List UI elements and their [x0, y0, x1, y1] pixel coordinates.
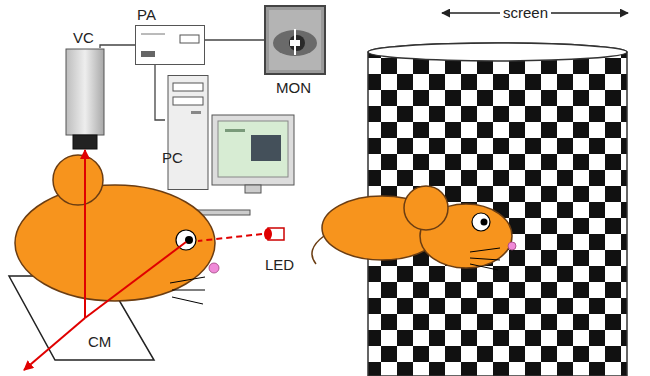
illustration-part: [170, 277, 205, 304]
illustration-part: [265, 6, 325, 74]
illustration-part: [209, 263, 219, 273]
illustration-part: [312, 236, 324, 264]
apparatus-part: VC: [65, 48, 105, 150]
part-label: MON: [276, 79, 311, 96]
illustration-part: [269, 10, 321, 70]
illustration-part: [65, 48, 105, 150]
illustration-part: [141, 34, 165, 35]
light-path-eye: [85, 242, 186, 318]
illustration-part: [168, 76, 208, 190]
illustration-part: [472, 213, 490, 231]
illustration-part: [470, 248, 500, 270]
apparatus-part: PA: [135, 25, 205, 65]
part-label: VC: [73, 29, 94, 46]
illustration-part: [404, 186, 448, 230]
signal-connector: [155, 65, 165, 120]
part-label: PA: [137, 6, 156, 23]
illustration-part: [191, 111, 201, 114]
apparatus-part: MON: [264, 5, 326, 75]
light-path-out: [24, 318, 85, 370]
led-beam: [198, 234, 262, 241]
part-label: screen: [500, 4, 551, 21]
illustration-part: [173, 97, 203, 105]
illustration-part: [173, 83, 203, 91]
illustration-part: [218, 121, 288, 177]
signal-connector: [84, 150, 86, 275]
part-label: LED: [265, 256, 294, 273]
illustration-part: [66, 49, 104, 135]
illustration-part: [368, 43, 627, 61]
illustration-part: [262, 224, 286, 244]
illustration-part: [136, 26, 205, 65]
part-label: PC: [162, 149, 183, 166]
illustration-part: [289, 35, 305, 51]
apparatus-part: LED: [262, 224, 286, 244]
light-path-mirror: [84, 275, 86, 318]
part-label: CM: [88, 333, 111, 350]
illustration-part: [73, 135, 97, 149]
illustration-part: [481, 219, 488, 226]
signal-connector: [205, 39, 264, 40]
mouse-left: [15, 155, 219, 304]
illustration-part: [251, 135, 281, 161]
illustration-part: [135, 25, 205, 65]
illustration-part: [294, 29, 296, 55]
illustration-part: [225, 129, 245, 132]
illustration-part: [141, 51, 155, 57]
illustration-part: [53, 155, 103, 205]
illustration-part: [212, 115, 294, 185]
illustration-part: [368, 43, 627, 376]
illustration-part: [180, 35, 199, 43]
illustration-part: [264, 5, 326, 75]
illustration-part: [508, 242, 516, 250]
mouse-right: [312, 186, 516, 270]
illustration-part: [273, 30, 317, 56]
illustration-part: [264, 228, 272, 240]
signal-connector: [100, 45, 135, 48]
illustration-part: [245, 185, 261, 193]
